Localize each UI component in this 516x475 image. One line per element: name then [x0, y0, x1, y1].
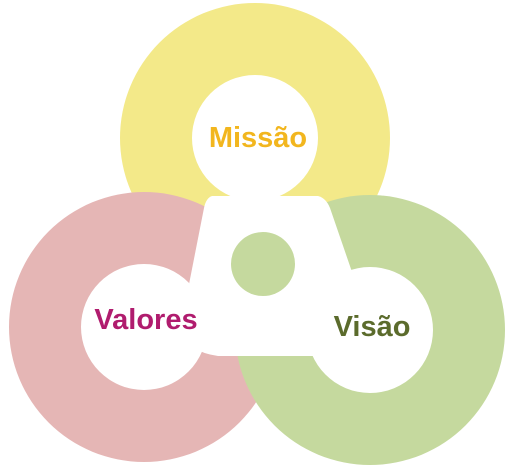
label-visao: Visão — [334, 311, 411, 343]
center-dot — [231, 232, 295, 296]
label-missao: Missão — [209, 122, 307, 154]
label-valores: Valores — [94, 304, 197, 336]
